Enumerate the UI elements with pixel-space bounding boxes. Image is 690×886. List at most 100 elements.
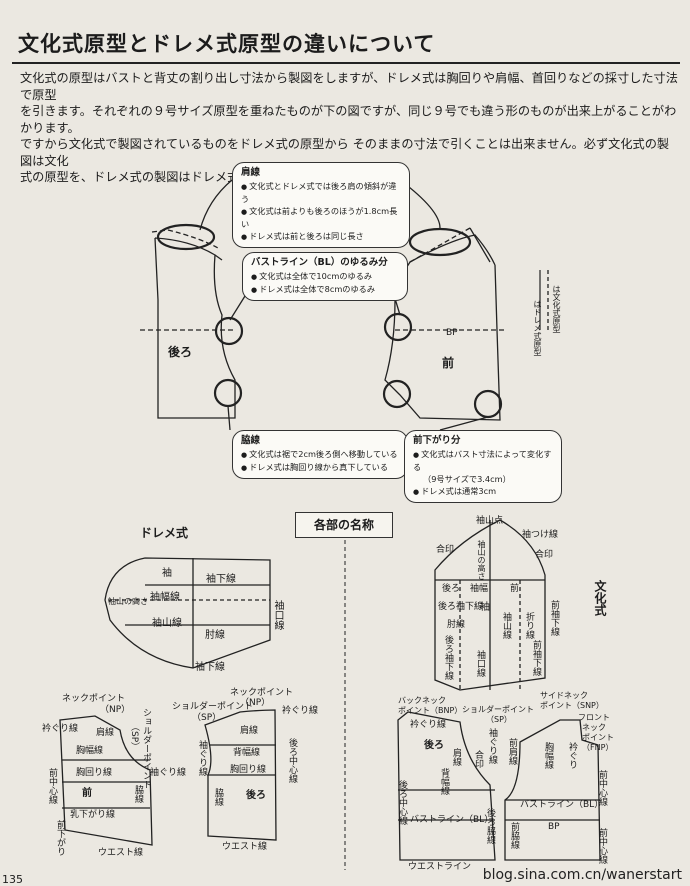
bunka-bodice-label: ポイント: [582, 733, 614, 742]
side-seam-callout: 脇線 文化式は裾で2cm後ろ側へ移動している ドレメ式は胸回り線から真下している: [232, 430, 408, 479]
dreme-back-label: （NP）: [240, 698, 271, 708]
dreme-front-label: 衿ぐり線: [42, 724, 79, 734]
callout-item: 文化式はバスト寸法によって変化する: [413, 448, 553, 473]
bunka-sleeve-label: 肘線: [447, 620, 466, 630]
dreme-front-label: ネックポイント: [62, 694, 126, 704]
bunka-bodice-label: 後ろ脇線: [485, 808, 495, 844]
dreme-front-label: 肩線: [96, 728, 115, 738]
dreme-front-label: 脇線: [133, 785, 143, 803]
dreme-front-label: 前: [82, 788, 92, 799]
page-title: 文化式原型とドレメ式原型の違いについて: [18, 32, 436, 56]
front-drop-callout: 前下がり分 文化式はバスト寸法によって変化する （9号サイズで3.4cm） ドレ…: [404, 430, 562, 503]
bunka-sleeve-label: 袖: [480, 602, 490, 613]
dreme-back-label: （SP）: [192, 713, 222, 723]
bunka-bodice-label: 肩線: [451, 748, 461, 766]
bunka-sleeve-label: 後ろ袖下線: [443, 635, 453, 680]
bunka-sleeve-label: 合印: [535, 550, 554, 560]
back-label: 後ろ: [168, 345, 193, 359]
bunka-bodice-label: BP: [548, 822, 560, 832]
bunka-bodice-label: 袖ぐり線: [487, 728, 497, 764]
dreme-back-label: 背幅線: [233, 748, 261, 758]
dreme-front-label: ウエスト線: [98, 848, 144, 858]
bunka-bodice-label: （SP）: [486, 715, 512, 724]
bunka-bodice-label: 前肩線: [507, 738, 517, 765]
bunka-bodice-label: 前脇線: [509, 822, 519, 849]
bunka-sleeve-label: 前袖下線: [549, 600, 559, 636]
callout-item: （9号サイズで3.4cm）: [423, 474, 511, 484]
dreme-front-label: 前下がり: [55, 820, 65, 856]
intro-line: を引きます。それぞれの９号サイズ原型を重ねたものが下の図ですが、同じ９号でも違う…: [20, 104, 677, 135]
bunka-sleeve-label: 袖山線: [501, 612, 511, 639]
watermark: blog.sina.com.cn/wanerstart: [482, 867, 682, 883]
bunka-bodice-label: ポイント（BNP）: [398, 706, 463, 715]
intro-line: ですから文化式で製図されているものをドレメ式の原型から そのままの寸法で引くこと…: [20, 137, 670, 168]
dreme-sleeve-label: 袖下線: [206, 574, 236, 585]
dreme-front-label: 乳下がり線: [70, 810, 116, 820]
dreme-back-label: 衿ぐり線: [282, 706, 319, 716]
dreme-sleeve-label: 袖口線: [272, 600, 283, 630]
bunka-title-text: 文化式: [593, 580, 607, 616]
title-rule: [12, 62, 680, 64]
callout-heading: 前下がり分: [413, 435, 461, 446]
bunka-bodice-label: バストライン（BL）: [410, 815, 494, 825]
callout-heading: 肩線: [241, 167, 261, 178]
bunka-bodice-label: ウエストライン: [408, 862, 472, 872]
bunka-sleeve-label: 袖つけ線: [522, 530, 559, 540]
bunka-sleeve-label: 後ろ: [442, 584, 461, 594]
bunka-title: 文化式: [593, 580, 607, 618]
bunka-bodice-label: 衿ぐり: [567, 742, 577, 769]
callout-heading: 脇線: [241, 435, 261, 446]
dreme-front-label: （SP）: [129, 722, 139, 752]
bunka-bodice-label: バックネック: [398, 696, 446, 705]
bunka-bodice-label: サイドネック: [540, 691, 588, 700]
bunka-bodice-label: 胸幅線: [543, 742, 553, 769]
callout-item: 文化式は全体で10cmのゆるみ: [251, 270, 399, 283]
bunka-sleeve-label: 袖山点: [476, 516, 504, 526]
bunka-bodice-label: 後ろ中心線: [397, 780, 407, 825]
bunka-bodice-label: 背幅線: [439, 768, 449, 795]
page-number: 135: [2, 873, 23, 886]
dreme-back-label: 胸回り線: [230, 765, 267, 775]
dreme-sleeve-label: 袖山線: [152, 618, 182, 629]
bunka-bodice-label: ショルダーポイント: [462, 705, 534, 714]
dreme-back-label: ウエスト線: [222, 842, 268, 852]
dreme-front-label: （NP）: [100, 705, 131, 715]
bunka-bodice-label: 前中心線: [597, 828, 607, 864]
bunka-bodice-label: 後ろ: [424, 740, 444, 751]
dreme-back-label: 脇線: [213, 788, 223, 806]
callout-item: ドレメ式は胸回り線から真下している: [241, 461, 399, 474]
dreme-front-label: 袖ぐり線: [150, 768, 187, 778]
dreme-back-label: 後ろ中心線: [287, 738, 297, 783]
legend-bunka: は文化式原型: [552, 285, 561, 333]
bunka-sleeve-label: 折り線: [524, 612, 534, 639]
dreme-front-label: 胸幅線: [76, 746, 104, 756]
bustline-callout: バストライン（BL）のゆるみ分 文化式は全体で10cmのゆるみ ドレメ式は全体で…: [242, 252, 408, 301]
dreme-title: ドレメ式: [140, 526, 189, 540]
bunka-sleeve-label: 前袖下線: [531, 640, 541, 676]
dreme-sleeve-label: 肘線: [205, 630, 225, 641]
bunka-bodice-label: ネック: [582, 723, 606, 732]
bunka-bodice-label: バストライン（BL）: [520, 800, 604, 810]
dreme-back-label: 肩線: [240, 726, 259, 736]
front-label: 前: [442, 356, 455, 370]
dreme-front-label: 胸回り線: [76, 768, 113, 778]
dreme-front-label: 前中心線: [47, 768, 57, 804]
bunka-bodice-label: フロント: [578, 713, 610, 722]
bunka-sleeve-label: 袖口線: [475, 650, 485, 677]
bunka-sleeve-label: 袖山の高さ: [477, 540, 486, 580]
intro-line: 文化式の原型はバストと背丈の割り出し寸法から製図をしますが、ドレメ式は胸回りや肩…: [20, 71, 678, 102]
bunka-sleeve-label: 後ろ袖下線: [438, 602, 484, 612]
bunka-sleeve-label: 合印: [436, 545, 455, 555]
callout-heading: バストライン（BL）のゆるみ分: [251, 257, 388, 268]
parts-section-heading: 各部の名称: [295, 512, 393, 538]
bunka-bodice-label: 前中心線: [597, 770, 607, 806]
callout-item: 文化式とドレメ式では後ろ肩の傾斜が違う: [241, 180, 401, 205]
dreme-back-label: 袖ぐり線: [197, 740, 207, 776]
bunka-bodice-label: 合印: [473, 750, 483, 768]
bunka-bodice-label: ポイント（SNP）: [540, 701, 604, 710]
callout-item: 文化式は前よりも後ろのほうが1.8cm長い: [241, 205, 401, 230]
callout-item: 文化式は裾で2cm後ろ側へ移動している: [241, 448, 399, 461]
bunka-bodice-label: 衿ぐり線: [410, 720, 447, 730]
dreme-sleeve-label: 袖幅線: [150, 592, 180, 603]
